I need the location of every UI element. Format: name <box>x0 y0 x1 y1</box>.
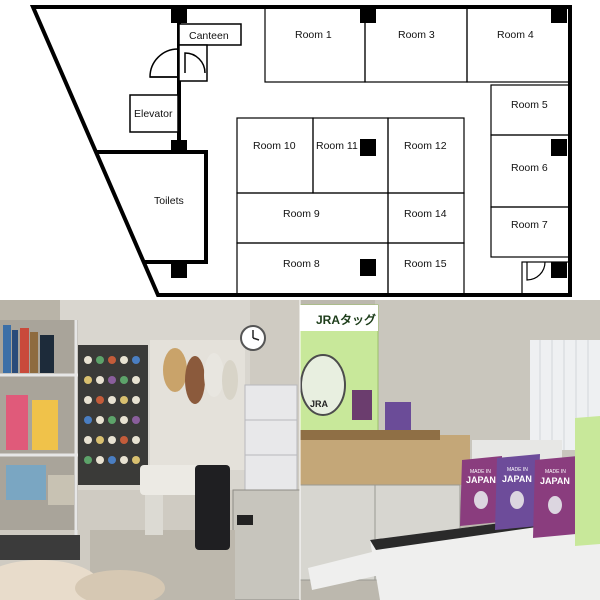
room8-label: Room 8 <box>283 258 320 270</box>
floor-plan: Canteen Elevator Toilets Room 1 Room 3 R… <box>29 5 572 297</box>
canteen-area <box>178 23 242 46</box>
room3-label: Room 3 <box>398 29 435 41</box>
photo-strip: JRAタッグ JRA MADE IN JAPAN MADE IN JAPAN <box>0 300 600 600</box>
card2-main-text: JAPAN <box>502 474 532 484</box>
wall-clock <box>240 325 266 351</box>
card3-main-text: JAPAN <box>540 476 570 486</box>
jra-poster: JRAタッグ JRA <box>299 304 411 436</box>
office-photo: JRAタッグ JRA MADE IN JAPAN MADE IN JAPAN <box>299 300 600 600</box>
thread-spool-rack <box>78 345 148 485</box>
japan-card-3: MADE IN JAPAN <box>533 456 578 538</box>
workshop-photo <box>0 300 301 600</box>
room14-label: Room 14 <box>404 208 447 220</box>
card3-top-text: MADE IN <box>545 469 566 475</box>
green-card <box>575 416 600 546</box>
room7-label: Room 7 <box>511 219 548 231</box>
sewing-machine <box>140 465 230 550</box>
room6-label: Room 6 <box>511 162 548 174</box>
room9-label: Room 9 <box>283 208 320 220</box>
card1-top-text: MADE IN <box>470 469 491 475</box>
japan-card-1: MADE IN JAPAN <box>460 456 502 526</box>
shelving-unit <box>0 320 78 540</box>
elevator-box <box>129 94 179 133</box>
storage-drawers <box>244 384 298 491</box>
room7-door-icon <box>526 261 546 281</box>
canteen-label: Canteen <box>189 30 229 42</box>
elevator-label: Elevator <box>134 108 173 120</box>
structural-columns <box>171 7 567 278</box>
card1-main-text: JAPAN <box>466 475 496 485</box>
canteen-door-icon <box>184 52 206 74</box>
japan-card-2: MADE IN JAPAN <box>495 454 540 530</box>
room4-label: Room 4 <box>497 29 534 41</box>
entrance-door-icon <box>149 48 179 78</box>
room12-label: Room 12 <box>404 140 447 152</box>
room11-label: Room 11 <box>316 140 358 152</box>
room15-label: Room 15 <box>404 258 447 270</box>
jra-poster-heading: JRAタッグ <box>316 312 376 327</box>
jra-poster-logo: JRA <box>310 399 329 409</box>
room5-label: Room 5 <box>511 99 548 111</box>
room1-label: Room 1 <box>295 29 332 41</box>
card2-top-text: MADE IN <box>507 467 528 473</box>
room10-label: Room 10 <box>253 140 296 152</box>
toilets-label: Toilets <box>154 195 184 207</box>
